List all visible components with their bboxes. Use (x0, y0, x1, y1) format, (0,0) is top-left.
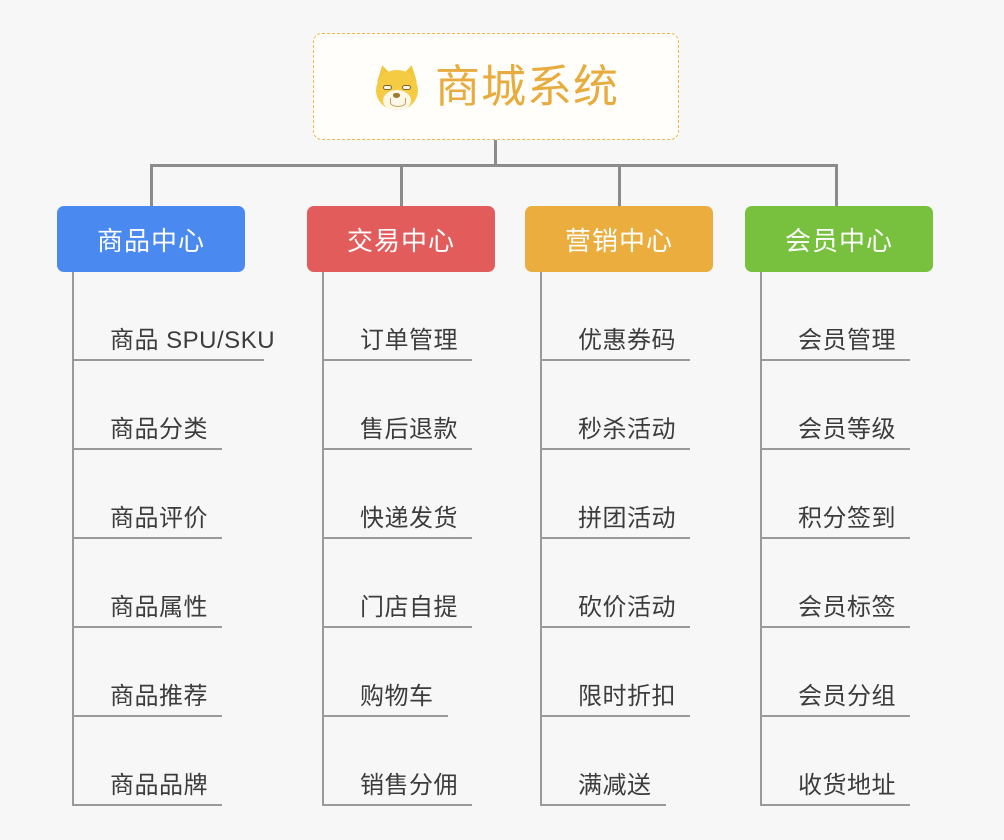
leaf-item[interactable]: 购物车 (324, 628, 507, 717)
leaf-label: 积分签到 (798, 505, 896, 532)
leaf-item[interactable]: 优惠券码 (542, 272, 725, 361)
connector-drop-3 (618, 164, 621, 206)
root-title: 商城系统 (434, 61, 619, 112)
leaf-item[interactable]: 拼团活动 (542, 450, 725, 539)
leaf-label: 商品 SPU/SKU (110, 327, 276, 354)
leaf-list-3: 优惠券码 秒杀活动 拼团活动 砍价活动 限时折扣 满减送 (540, 272, 725, 806)
connector-drop-2 (400, 164, 403, 206)
leaf-label: 拼团活动 (578, 505, 676, 532)
leaf-label: 限时折扣 (578, 683, 676, 710)
leaf-item[interactable]: 满减送 (542, 717, 725, 806)
category-label: 营销中心 (564, 225, 673, 256)
leaf-item[interactable]: 收货地址 (762, 717, 945, 806)
leaf-label: 会员管理 (798, 327, 896, 354)
leaf-list-1: 商品 SPU/SKU 商品分类 商品评价 商品属性 商品推荐 商品品牌 (72, 272, 275, 806)
category-box-2[interactable]: 交易中心 (307, 206, 495, 272)
leaf-label: 门店自提 (360, 594, 458, 621)
category-label: 交易中心 (346, 225, 455, 256)
leaf-label: 购物车 (360, 683, 434, 710)
leaf-item[interactable]: 会员管理 (762, 272, 945, 361)
leaf-item[interactable]: 商品分类 (74, 361, 257, 450)
leaf-label: 会员分组 (798, 683, 896, 710)
leaf-item[interactable]: 订单管理 (324, 272, 507, 361)
category-box-4[interactable]: 会员中心 (745, 206, 933, 272)
leaf-label: 秒杀活动 (578, 416, 676, 443)
leaf-label: 销售分佣 (360, 772, 458, 799)
category-box-3[interactable]: 营销中心 (525, 206, 713, 272)
leaf-item[interactable]: 商品属性 (74, 539, 257, 628)
leaf-item[interactable]: 会员等级 (762, 361, 945, 450)
leaf-label: 售后退款 (360, 416, 458, 443)
leaf-item[interactable]: 积分签到 (762, 450, 945, 539)
leaf-label: 会员标签 (798, 594, 896, 621)
leaf-label: 砍价活动 (578, 594, 676, 621)
branch-column-1: 商品中心 商品 SPU/SKU 商品分类 商品评价 商品属性 商品推荐 (57, 206, 275, 806)
leaf-item[interactable]: 商品 SPU/SKU (74, 272, 275, 361)
leaf-item[interactable]: 售后退款 (324, 361, 507, 450)
leaf-label: 收货地址 (798, 772, 896, 799)
connector-horizontal-bus (150, 164, 838, 167)
leaf-label: 商品属性 (110, 594, 208, 621)
leaf-item[interactable]: 商品品牌 (74, 717, 257, 806)
branch-column-2: 交易中心 订单管理 售后退款 快递发货 门店自提 购物车 (307, 206, 507, 806)
leaf-list-2: 订单管理 售后退款 快递发货 门店自提 购物车 销售分佣 (322, 272, 507, 806)
leaf-item[interactable]: 秒杀活动 (542, 361, 725, 450)
leaf-item[interactable]: 商品推荐 (74, 628, 257, 717)
connector-drop-1 (150, 164, 153, 206)
leaf-item[interactable]: 限时折扣 (542, 628, 725, 717)
leaf-item[interactable]: 砍价活动 (542, 539, 725, 628)
leaf-item[interactable]: 销售分佣 (324, 717, 507, 806)
leaf-item[interactable]: 会员标签 (762, 539, 945, 628)
leaf-label: 商品评价 (110, 505, 208, 532)
leaf-label: 满减送 (578, 772, 652, 799)
leaf-label: 快递发货 (360, 505, 458, 532)
leaf-item[interactable]: 门店自提 (324, 539, 507, 628)
leaf-label: 会员等级 (798, 416, 896, 443)
leaf-list-4: 会员管理 会员等级 积分签到 会员标签 会员分组 收货地址 (760, 272, 945, 806)
leaf-item[interactable]: 快递发货 (324, 450, 507, 539)
branch-column-3: 营销中心 优惠券码 秒杀活动 拼团活动 砍价活动 限时折扣 (525, 206, 725, 806)
category-box-1[interactable]: 商品中心 (57, 206, 245, 272)
leaf-label: 商品品牌 (110, 772, 208, 799)
category-label: 会员中心 (784, 225, 893, 256)
leaf-item[interactable]: 会员分组 (762, 628, 945, 717)
shiba-dog-face-icon (373, 62, 421, 112)
leaf-label: 商品分类 (110, 416, 208, 443)
root-node[interactable]: 商城系统 (313, 33, 679, 140)
leaf-label: 优惠券码 (578, 327, 676, 354)
leaf-label: 订单管理 (360, 327, 458, 354)
leaf-label: 商品推荐 (110, 683, 208, 710)
branch-column-4: 会员中心 会员管理 会员等级 积分签到 会员标签 会员分组 (745, 206, 945, 806)
leaf-item[interactable]: 商品评价 (74, 450, 257, 539)
connector-drop-4 (835, 164, 838, 206)
connector-root-stem (494, 140, 497, 166)
category-label: 商品中心 (96, 225, 205, 256)
